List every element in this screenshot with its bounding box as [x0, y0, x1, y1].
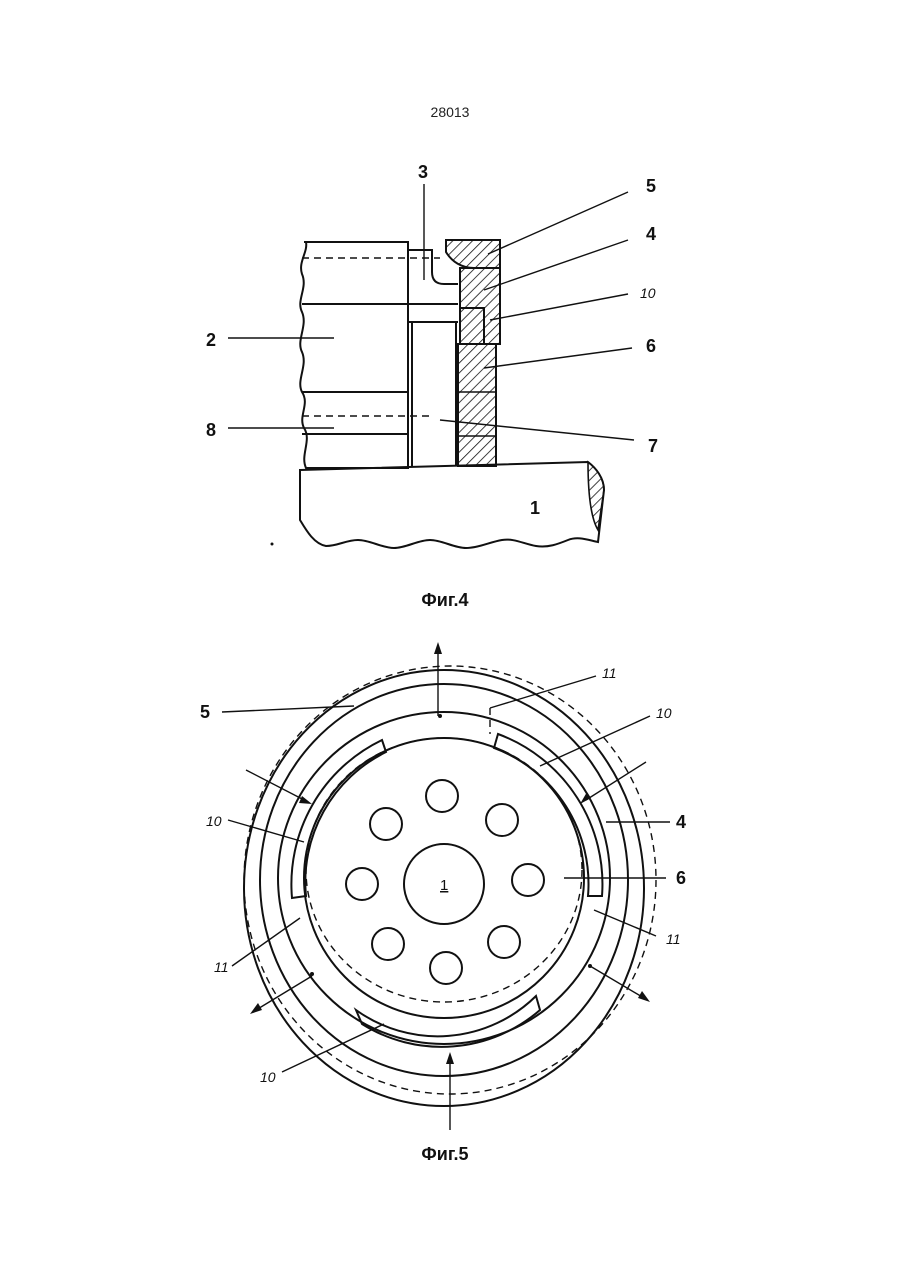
fig4-label-5: 5 [646, 176, 656, 196]
fig5-label-5: 5 [200, 702, 210, 722]
fig4-label-10: 10 [640, 285, 656, 301]
fig4-label-8: 8 [206, 420, 216, 440]
segment-10-right [494, 734, 602, 896]
fig4-label-1: 1 [530, 498, 540, 518]
fig5-label-10-left: 10 [206, 813, 222, 829]
fig5-label-1: 1 [440, 877, 448, 894]
figure-5-caption: Фиг.5 [0, 1144, 895, 1165]
fig5-label-6: 6 [676, 868, 686, 888]
fig4-label-6: 6 [646, 336, 656, 356]
figure-4: 3 5 4 10 6 7 2 8 1 [206, 162, 658, 548]
figure-4-caption: Фиг.4 [0, 590, 895, 611]
fig5-label-11-left: 11 [214, 959, 229, 975]
shaft-section-hatch [588, 462, 604, 530]
fig5-label-10-bottom: 10 [260, 1069, 276, 1085]
fig5-label-11-right: 11 [666, 931, 681, 947]
fig4-label-4: 4 [646, 224, 656, 244]
figure-5: 5 11 10 10 4 6 11 11 10 1 [200, 642, 686, 1130]
fig5-label-11-top: 11 [602, 665, 617, 681]
fig4-label-3: 3 [418, 162, 428, 182]
fig4-label-7: 7 [648, 436, 658, 456]
part-5-cap [446, 240, 500, 268]
fig4-label-2: 2 [206, 330, 216, 350]
shaft-part-1 [300, 462, 604, 548]
fig5-label-4: 4 [676, 812, 686, 832]
fig5-label-10-right: 10 [656, 705, 672, 721]
part-6-disk [458, 344, 496, 466]
